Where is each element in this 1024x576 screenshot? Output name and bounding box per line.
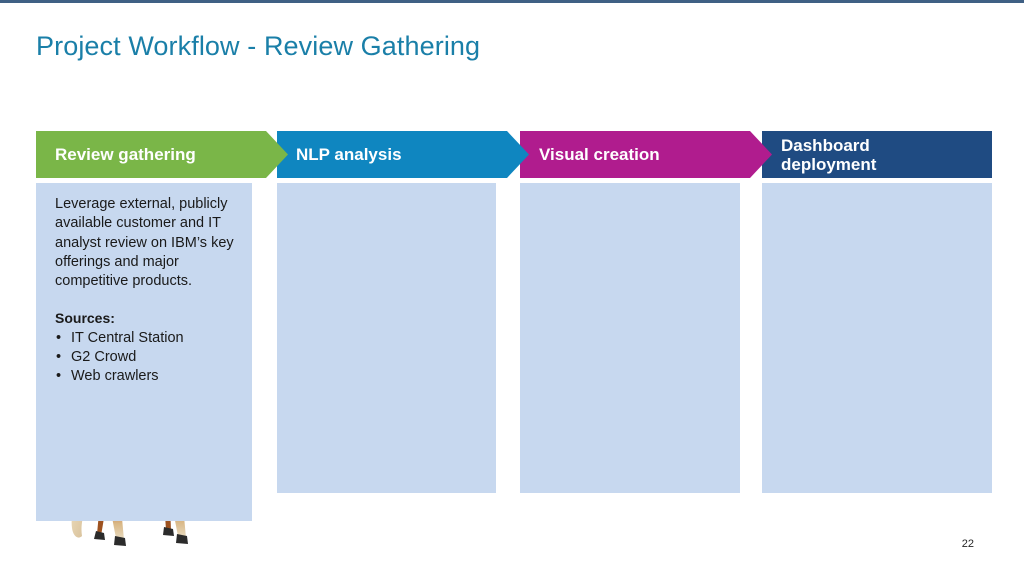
stage-label: Review gathering [55, 145, 196, 164]
stage-body-text: Leverage external, publicly available cu… [55, 195, 251, 387]
stage-body-review-gathering: Leverage external, publicly available cu… [36, 183, 252, 521]
slide-top-rule [0, 0, 1024, 3]
list-item: G2 Crowd [55, 348, 251, 368]
stage-body-nlp-analysis [277, 183, 496, 493]
stage-label: Visual creation [539, 145, 660, 164]
page-number: 22 [961, 538, 974, 550]
stage-header-dashboard-deployment[interactable]: Dashboard deployment [762, 131, 992, 178]
list-item: IT Central Station [55, 329, 251, 349]
stage-label: NLP analysis [296, 145, 402, 164]
list-item: Web crawlers [55, 367, 251, 387]
stage-body-dashboard-deployment [762, 183, 992, 493]
sources-heading: Sources: [55, 310, 115, 327]
workflow-diagram: Review gathering Leverage external, publ… [0, 131, 1024, 521]
pony-hoof [163, 527, 174, 536]
pony-hoof [94, 531, 105, 540]
stage-body-visual-creation [520, 183, 740, 493]
stage-header-visual-creation[interactable]: Visual creation [520, 131, 772, 178]
stage-header-nlp-analysis[interactable]: NLP analysis [277, 131, 529, 178]
pony-hoof [176, 534, 188, 544]
pony-hoof [114, 536, 126, 546]
stage-header-review-gathering[interactable]: Review gathering [36, 131, 288, 178]
stage-label: Dashboard deployment [781, 135, 877, 174]
page-title: Project Workflow - Review Gathering [36, 31, 481, 61]
stage-paragraph: Leverage external, publicly available cu… [55, 196, 234, 290]
sources-list: IT Central Station G2 Crowd Web crawlers [55, 329, 251, 387]
